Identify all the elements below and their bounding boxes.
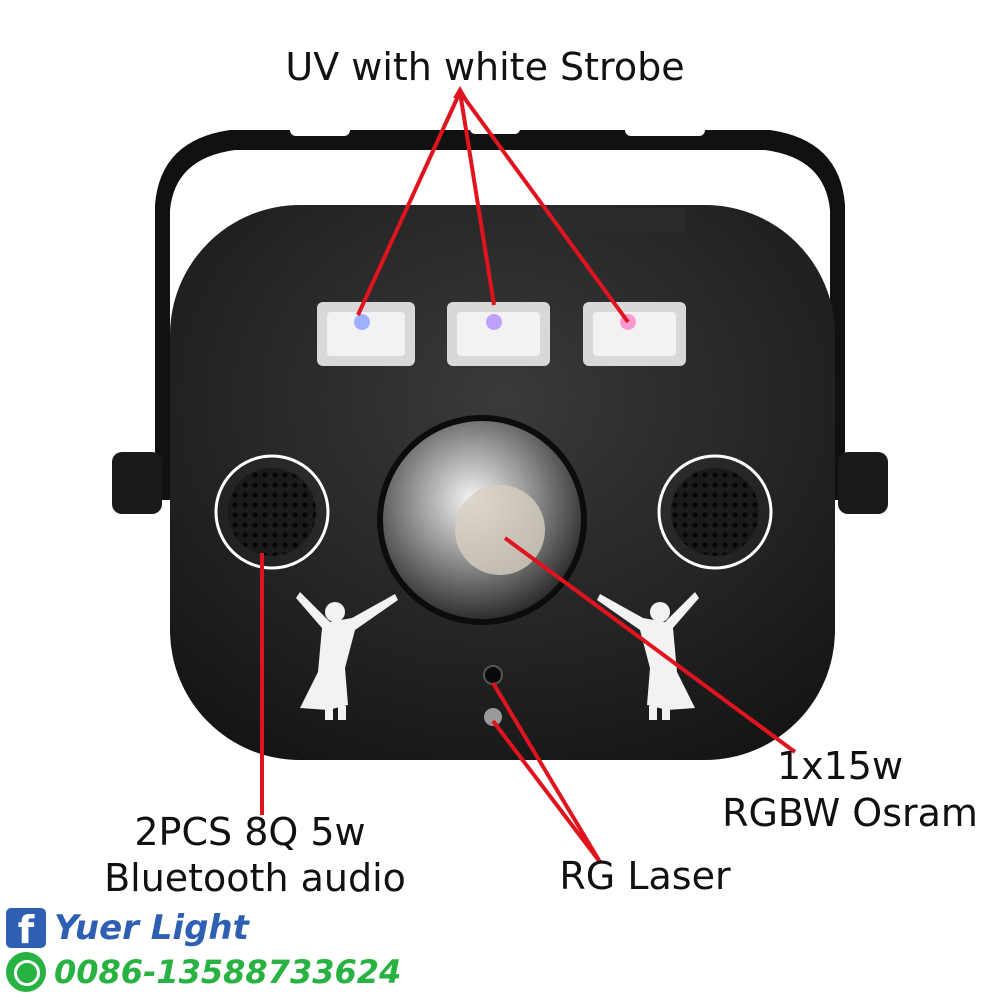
pointer-lines bbox=[260, 90, 797, 864]
brand-name-row: f Yuer Light bbox=[6, 908, 249, 952]
left-knob bbox=[112, 452, 162, 514]
label-osram-line2: RGBW Osram bbox=[722, 791, 978, 835]
led-module-right bbox=[583, 302, 686, 366]
led-module-left bbox=[317, 302, 415, 366]
whatsapp-icon bbox=[6, 952, 46, 992]
speaker-left bbox=[214, 454, 330, 570]
laser-aperture-top bbox=[483, 665, 503, 685]
dancer-silhouette-right bbox=[597, 592, 699, 720]
brand-phone: 0086-13588733624 bbox=[54, 953, 402, 991]
brand-name: Yuer Light bbox=[54, 908, 249, 948]
label-laser: RG Laser bbox=[559, 854, 731, 898]
brand-phone-row: 0086-13588733624 bbox=[6, 952, 401, 992]
label-audio-line2: Bluetooth audio bbox=[104, 856, 406, 900]
label-uv-strobe: UV with white Strobe bbox=[285, 45, 685, 89]
right-knob bbox=[838, 452, 888, 514]
led-module-center bbox=[447, 302, 550, 366]
laser-aperture-bottom bbox=[484, 708, 502, 726]
dancer-silhouette-left bbox=[296, 592, 398, 720]
facebook-icon: f bbox=[6, 908, 46, 952]
speaker-right bbox=[657, 454, 773, 570]
label-audio-line1: 2PCS 8Q 5w bbox=[134, 810, 366, 854]
label-osram-line1: 1x15w bbox=[776, 744, 904, 788]
